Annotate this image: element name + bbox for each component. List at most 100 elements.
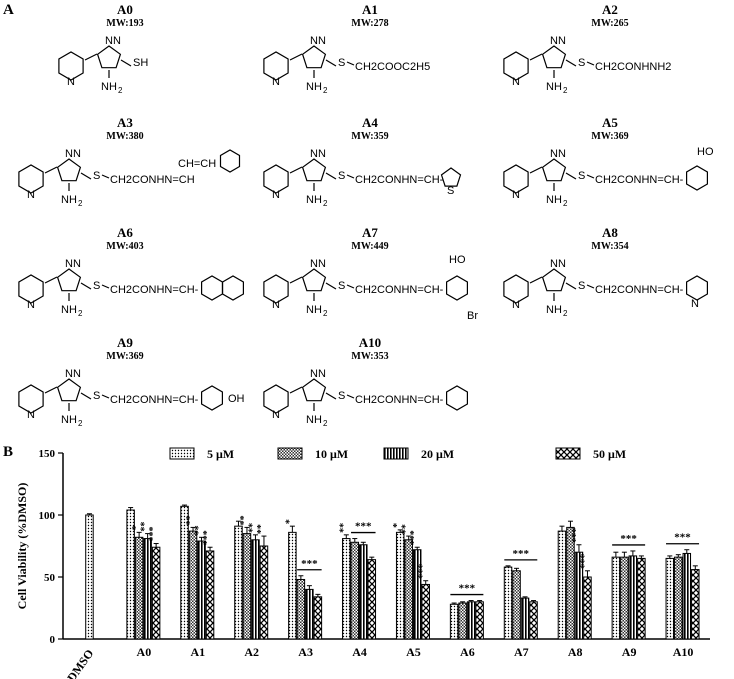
bar-a5-s0	[395, 531, 405, 640]
triazole-ring	[301, 378, 327, 402]
x-tick-label: A3	[298, 645, 313, 659]
y-tick-label: 150	[39, 448, 56, 460]
pyridine-ring	[18, 274, 44, 304]
compound-name: A6	[117, 225, 133, 240]
x-tick-label: A8	[568, 645, 583, 659]
bar-a1-s2	[197, 540, 206, 640]
amino-subscript: 2	[323, 199, 328, 208]
bar-a5-s1	[404, 539, 413, 640]
significance-marker: **	[247, 523, 258, 533]
significance-marker: ***	[148, 527, 159, 542]
bar-a3-s1	[296, 578, 306, 640]
pyridine-ring	[263, 164, 289, 194]
bar-a4-s2	[359, 544, 368, 640]
phenyl-ring	[446, 385, 468, 411]
significance-marker: ***	[579, 554, 590, 569]
significance-marker: **	[140, 522, 151, 532]
amino-label: NH	[546, 81, 562, 93]
pyridyl-triazole-core	[18, 378, 82, 414]
significance-marker: *	[392, 523, 403, 528]
substituent-label: CH2CONHN=CH-	[355, 174, 444, 186]
panel-label-b: B	[3, 444, 14, 460]
y-tick-label: 100	[39, 510, 56, 522]
s-label: S	[338, 390, 345, 402]
amino-label: NH	[306, 414, 322, 426]
pyridine-ring	[263, 51, 289, 81]
pyridyl-triazole-core	[503, 158, 567, 194]
hydroxy-label: OH	[228, 393, 245, 405]
triazole-ring	[301, 45, 327, 69]
bar-a1-s3	[205, 550, 215, 640]
triazole-n-label: NN	[65, 258, 81, 270]
significance-marker: ***	[301, 558, 318, 570]
pyridine-n-label: N	[512, 189, 520, 201]
significance-marker: **	[194, 525, 205, 535]
panel-label-a: A	[3, 2, 14, 18]
x-tick-label: A4	[352, 645, 367, 659]
amino-subscript: 2	[323, 309, 328, 318]
pyridine-n-label: N	[27, 409, 35, 421]
pyridyl-triazole-core	[263, 268, 327, 304]
pyridyl-triazole-core	[503, 268, 567, 304]
x-tick-label: A5	[406, 645, 421, 659]
pyridine-ring	[263, 274, 289, 304]
s-label: S	[338, 280, 345, 292]
bar-a10-s3	[691, 569, 700, 640]
amino-label: NH	[61, 414, 77, 426]
bar-a2-s3	[259, 545, 269, 640]
bar-a5-s3	[421, 583, 430, 640]
pyridine-n-label: N	[512, 76, 520, 88]
bar-a10-s0	[665, 557, 675, 640]
bar-a4-s1	[350, 541, 360, 640]
y-tick-label: 50	[44, 572, 56, 584]
legend-label: 20 μM	[421, 447, 454, 461]
amino-subscript: 2	[323, 86, 328, 95]
legend-item: 50 μM	[555, 447, 626, 461]
triazole-ring	[541, 45, 567, 69]
s-label: S	[93, 170, 100, 182]
compound-mw: MW:403	[106, 241, 144, 252]
bar-a0-s2	[143, 538, 152, 640]
s-label: S	[578, 170, 585, 182]
bar-a6-s0	[449, 603, 459, 640]
substituent-label: CH2CONHN=CH	[110, 174, 195, 186]
bar-a10-s1	[674, 556, 683, 640]
bar-a6-s2	[466, 601, 476, 640]
significance-marker: ***	[418, 564, 429, 579]
amino-subscript: 2	[563, 86, 568, 95]
y-tick-label: 0	[50, 634, 56, 646]
significance-marker: **	[338, 523, 349, 533]
amino-subscript: 2	[563, 199, 568, 208]
compound-name: A5	[602, 115, 618, 130]
legend-item: 20 μM	[383, 447, 454, 461]
triazole-n-label: NN	[310, 368, 326, 380]
amino-label: NH	[306, 304, 322, 316]
x-tick-label: A10	[673, 645, 694, 659]
pyridine-n-label: N	[272, 189, 280, 201]
pyridine-ring	[18, 384, 44, 414]
triazole-ring	[301, 158, 327, 182]
pyridyl-triazole-core	[503, 45, 567, 81]
legend-item: 10 μM	[277, 447, 348, 461]
triazole-n-label: NN	[550, 258, 566, 270]
bromo-label: Br	[467, 310, 478, 322]
significance-marker: ***	[674, 532, 691, 544]
amino-label: NH	[61, 304, 77, 316]
pyridine-ring	[503, 274, 529, 304]
triazole-n-label: NN	[550, 148, 566, 160]
amino-label: NH	[101, 81, 117, 93]
substituent-label: CH2CONHNH2	[595, 61, 671, 73]
pyridyl-n-label: N	[691, 298, 699, 310]
amino-subscript: 2	[118, 86, 123, 95]
significance-marker: ***	[620, 533, 637, 545]
vinyl-label: CH=CH	[178, 158, 216, 170]
pyridine-ring	[18, 164, 44, 194]
